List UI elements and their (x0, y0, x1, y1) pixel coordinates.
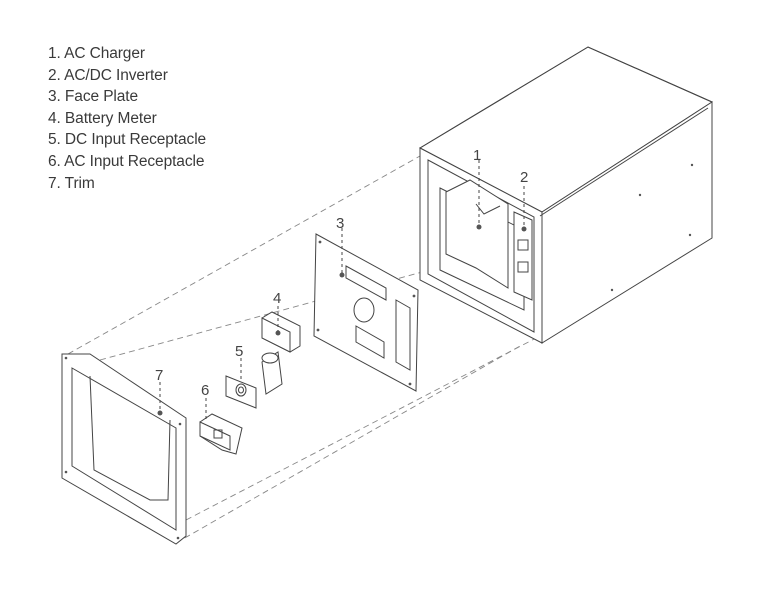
legend-item-face-plate: 3. Face Plate (48, 88, 139, 106)
callout-2: 2 (520, 169, 528, 186)
callout-5: 5 (235, 343, 243, 360)
ac-input-receptacle: 6 (199, 382, 243, 455)
trim: 7 (61, 353, 187, 545)
callout-3: 3 (336, 215, 344, 232)
callout-1: 1 (473, 147, 481, 164)
ac-dc-inverter: 2 (513, 169, 533, 301)
legend-item-dc-input: 5. DC Input Receptacle (48, 131, 207, 149)
dc-input-receptacle: 5 (225, 343, 283, 409)
assembly-guide-lines (67, 155, 541, 544)
legend-item-battery-meter: 4. Battery Meter (48, 109, 157, 127)
face-plate: 3 (313, 215, 419, 392)
legend-item-ac-input: 6. AC Input Receptacle (48, 152, 205, 170)
callout-7: 7 (155, 367, 163, 384)
callout-6: 6 (201, 382, 209, 399)
legend-item-ac-charger: 1. AC Charger (48, 45, 145, 62)
callout-4: 4 (273, 290, 281, 307)
legend-item-trim: 7. Trim (48, 174, 95, 192)
legend-item-inverter: 2. AC/DC Inverter (48, 66, 168, 84)
parts-legend: 1. AC Charger 2. AC/DC Inverter 3. Face … (48, 43, 206, 194)
battery-meter: 4 (261, 290, 301, 353)
ac-charger: 1 (445, 147, 509, 289)
